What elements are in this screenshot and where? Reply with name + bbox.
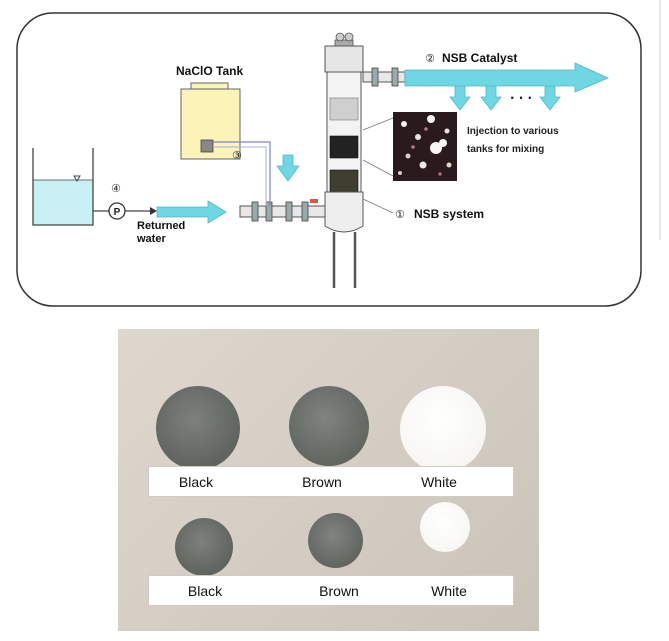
row1-label-strip — [148, 466, 514, 497]
nsb-catalyst-label: NSB Catalyst — [442, 51, 517, 65]
number-4: ④ — [111, 182, 121, 195]
large-white-pellet — [400, 386, 486, 472]
edge-divider — [659, 0, 661, 240]
row1-label-brown: Brown — [302, 474, 342, 490]
small-brown-pellet — [308, 513, 363, 568]
row2-label-brown: Brown — [319, 583, 359, 599]
dosing-line — [213, 141, 271, 206]
catalyst-micrograph — [393, 112, 457, 181]
micrograph-callout-1 — [362, 117, 394, 131]
pump-label: P — [114, 207, 121, 218]
injection-label-2: tanks for mixing — [467, 144, 544, 155]
small-white-pellet — [420, 502, 470, 552]
returned-water-label-2: water — [136, 233, 166, 245]
row2-label-black: Black — [187, 583, 223, 599]
distribution-dots: · · · — [510, 91, 532, 105]
number-2: ② — [425, 52, 435, 65]
row2-label-strip — [148, 575, 514, 606]
row2-label-white: White — [431, 583, 467, 599]
number-3: ③ — [232, 149, 242, 162]
process-diagram: P ④ Returned water NaClO Tank ③ — [16, 12, 642, 307]
injection-label-1: Injection to various — [467, 126, 559, 137]
naclo-tank-label: NaClO Tank — [176, 64, 243, 78]
dosing-down-arrow — [276, 154, 300, 182]
water-reservoir — [32, 148, 94, 226]
number-1: ① — [395, 208, 405, 221]
nsb-system-label: NSB system — [414, 207, 484, 221]
large-brown-pellet — [289, 386, 369, 466]
pump-outlet-arrowhead — [150, 207, 157, 215]
returned-water-arrow — [156, 200, 227, 224]
nsb-catalyst-arrow — [404, 62, 609, 111]
small-black-pellet — [175, 518, 233, 576]
inlet-pipe — [239, 199, 327, 222]
pump: P — [108, 202, 126, 220]
large-black-pellet — [156, 386, 240, 470]
nsb-column — [324, 32, 364, 288]
naclo-tank — [180, 82, 241, 160]
row1-label-black: Black — [178, 474, 214, 490]
micrograph-callout-2 — [362, 159, 394, 177]
row1-label-white: White — [421, 474, 457, 490]
returned-water-label-1: Returned — [137, 220, 185, 232]
nsb-system-callout — [362, 198, 394, 214]
